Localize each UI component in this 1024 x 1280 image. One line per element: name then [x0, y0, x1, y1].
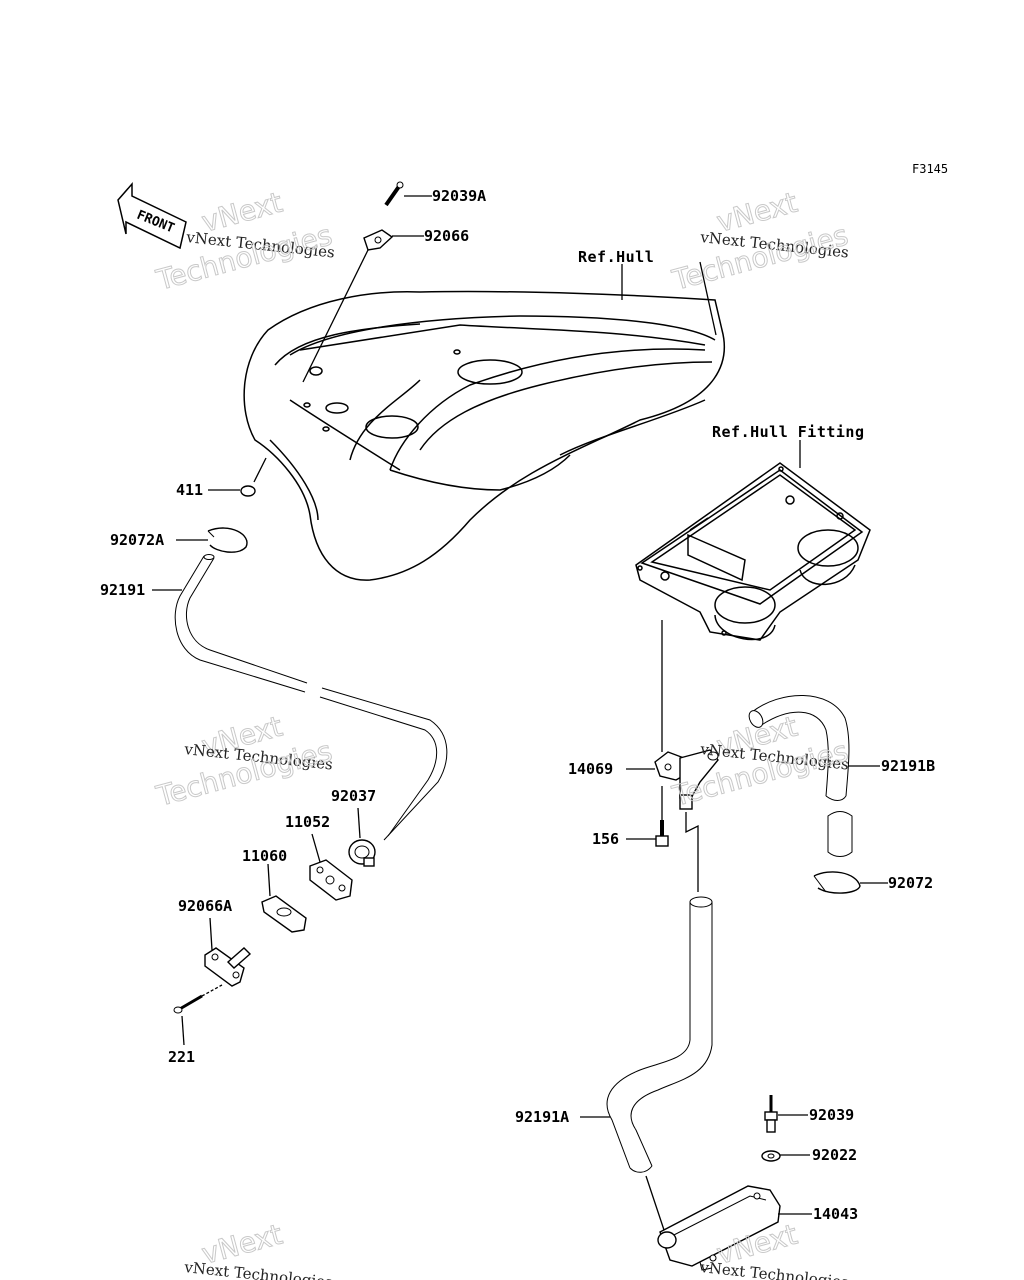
clamp-92072-icon [813, 871, 888, 894]
label-92191b: 92191B [881, 757, 935, 775]
pin-92039a-icon [384, 181, 432, 207]
hose-92191b-icon [748, 695, 880, 857]
label-411: 411 [176, 481, 203, 499]
label-156: 156 [592, 830, 619, 848]
watermark-top-right: vNext vNext Technologies Technologies [668, 185, 852, 297]
hull-fitting-drawing [635, 440, 871, 641]
label-92066a: 92066A [178, 897, 232, 915]
label-221: 221 [168, 1048, 195, 1066]
label-92037: 92037 [331, 787, 376, 805]
grommet-411-icon [208, 457, 267, 497]
hose-92191a-icon [580, 896, 713, 1231]
gasket-11060-icon [261, 863, 307, 933]
figure-code: F3145 [912, 162, 948, 176]
label-92072a: 92072A [110, 531, 164, 549]
watermark-middle-left: vNext vNext Technologies Technologies [152, 709, 336, 813]
plate-11052-icon [309, 833, 353, 901]
label-92039a: 92039A [432, 187, 486, 205]
label-92039: 92039 [809, 1106, 854, 1124]
label-92072: 92072 [888, 874, 933, 892]
label-14069: 14069 [568, 760, 613, 778]
clamp-92037-icon [348, 807, 376, 867]
pin-92039-icon [764, 1095, 808, 1133]
clamp-92072a-icon [176, 527, 248, 553]
fitting-14069-icon [626, 620, 719, 810]
bolt-156-icon [626, 786, 669, 847]
fitting-92066-icon [302, 229, 424, 383]
hull-drawing [243, 261, 725, 581]
front-arrow-icon: FRONT [117, 182, 187, 250]
label-92066: 92066 [424, 227, 469, 245]
ref-hull-fitting-label: Ref.Hull Fitting [712, 423, 865, 441]
label-92191a: 92191A [515, 1108, 569, 1126]
svg-text:vNext Technologies: vNext Technologies [183, 1258, 334, 1280]
ref-hull-label: Ref.Hull [578, 248, 654, 266]
screw-221-icon [173, 984, 223, 1046]
fitting-92066a-icon [204, 917, 252, 987]
label-92022: 92022 [812, 1146, 857, 1164]
label-14043: 14043 [813, 1205, 858, 1223]
washer-92022-icon [761, 1150, 810, 1162]
label-11052: 11052 [285, 813, 330, 831]
cover-14043-icon [657, 1185, 812, 1271]
label-92191: 92191 [100, 581, 145, 599]
hose-92191-icon [152, 554, 448, 841]
label-11060: 11060 [242, 847, 287, 865]
svg-text:vNext Technologies: vNext Technologies [699, 1258, 850, 1280]
watermark-bottom-left: vNext vNext Technologies [183, 1217, 334, 1280]
